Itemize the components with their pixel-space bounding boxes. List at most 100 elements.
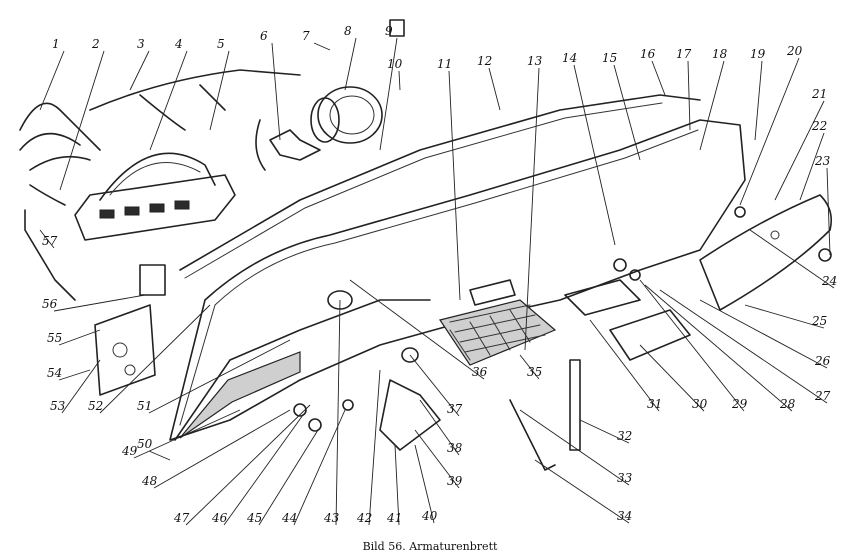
leader-line-52 <box>99 304 211 414</box>
leader-line-39 <box>414 429 460 489</box>
leader-line-18 <box>699 60 725 151</box>
leader-line-8 <box>344 37 357 91</box>
callout-56: 56 <box>42 297 58 311</box>
callout-50: 50 <box>137 437 153 451</box>
callout-39: 39 <box>447 474 463 488</box>
leader-line-21 <box>774 100 825 201</box>
speaker-grille <box>439 279 557 366</box>
callout-5: 5 <box>217 37 225 51</box>
support-bars <box>509 359 581 471</box>
callout-17: 17 <box>676 47 692 61</box>
callout-33: 33 <box>617 471 633 485</box>
callout-53: 53 <box>50 399 66 413</box>
callout-45: 45 <box>246 511 262 525</box>
glove-box-lid <box>699 194 833 311</box>
callout-57: 57 <box>42 234 58 248</box>
callout-2: 2 <box>91 37 100 51</box>
leader-line-17 <box>687 60 691 131</box>
callout-37: 37 <box>447 402 463 416</box>
leader-line-23 <box>826 167 831 256</box>
callout-36: 36 <box>472 365 488 379</box>
leader-line-1 <box>39 50 65 111</box>
leader-line-55 <box>58 329 101 346</box>
callout-52: 52 <box>88 399 103 413</box>
dashboard-panel <box>169 94 746 441</box>
callout-51: 51 <box>137 399 152 413</box>
callout-22: 22 <box>811 119 827 133</box>
callout-28: 28 <box>779 397 796 411</box>
callout-8: 8 <box>344 24 352 38</box>
leader-line-31 <box>589 319 660 412</box>
callout-10: 10 <box>387 57 403 71</box>
leader-line-54 <box>58 369 91 381</box>
leader-line-15 <box>613 64 641 161</box>
callout-26: 26 <box>814 354 831 368</box>
callout-41: 41 <box>386 511 402 525</box>
callout-19: 19 <box>750 47 766 61</box>
leader-line-32 <box>579 419 630 444</box>
leader-line-35 <box>519 354 540 380</box>
leader-line-36 <box>349 279 485 380</box>
leader-line-37 <box>409 354 460 417</box>
leader-line-29 <box>639 279 745 412</box>
leader-line-41 <box>394 444 400 526</box>
leader-line-34 <box>534 459 630 524</box>
callout-32: 32 <box>617 429 632 443</box>
callout-16: 16 <box>640 47 656 61</box>
leader-line-10 <box>398 70 401 91</box>
ashtray <box>564 279 691 361</box>
callout-43: 43 <box>323 511 340 525</box>
leader-line-3 <box>129 50 150 91</box>
callout-12: 12 <box>477 54 492 68</box>
leader-line-48 <box>153 409 291 489</box>
callout-15: 15 <box>602 51 617 65</box>
leader-line-42 <box>368 369 381 526</box>
callout-54: 54 <box>47 366 62 380</box>
leader-line-7 <box>313 42 331 51</box>
callout-25: 25 <box>811 314 827 328</box>
leader-line-38 <box>419 399 460 456</box>
callout-31: 31 <box>647 397 662 411</box>
leader-line-14 <box>573 64 616 246</box>
leader-line-49 <box>133 409 241 459</box>
callout-40: 40 <box>421 509 438 523</box>
leader-line-44 <box>293 409 346 526</box>
callout-35: 35 <box>527 365 542 379</box>
leader-line-33 <box>519 409 630 486</box>
leader-line-46 <box>223 414 304 526</box>
callout-6: 6 <box>260 29 268 43</box>
leader-line-28 <box>644 284 793 412</box>
callout-44: 44 <box>281 511 297 525</box>
callout-30: 30 <box>692 397 708 411</box>
callout-34: 34 <box>617 509 632 523</box>
clock-gauge <box>310 86 383 144</box>
leader-line-51 <box>148 339 291 414</box>
figure-caption: Bild 56. Armaturenbrett <box>363 540 498 553</box>
callout-46: 46 <box>211 511 228 525</box>
callout-23: 23 <box>814 154 831 168</box>
small-parts <box>94 19 832 451</box>
leader-line-16 <box>651 60 666 96</box>
callout-11: 11 <box>437 57 452 71</box>
cable-harness <box>19 69 301 301</box>
leader-line-2 <box>59 50 105 191</box>
callout-18: 18 <box>712 47 728 61</box>
callout-4: 4 <box>174 37 183 51</box>
leader-line-5 <box>209 50 230 131</box>
leader-line-47 <box>185 404 311 526</box>
leader-line-6 <box>271 42 281 141</box>
callout-42: 42 <box>356 511 372 525</box>
leader-line-20 <box>739 57 800 206</box>
leader-line-56 <box>53 294 146 312</box>
callout-38: 38 <box>447 441 463 455</box>
bracket-6 <box>255 119 321 171</box>
callout-3: 3 <box>137 37 145 51</box>
leader-line-22 <box>799 132 825 201</box>
callout-24: 24 <box>821 274 837 288</box>
leader-line-24 <box>749 229 835 289</box>
instrument-cluster <box>74 152 236 241</box>
leader-line-45 <box>258 429 319 526</box>
leader-line-30 <box>639 344 705 412</box>
